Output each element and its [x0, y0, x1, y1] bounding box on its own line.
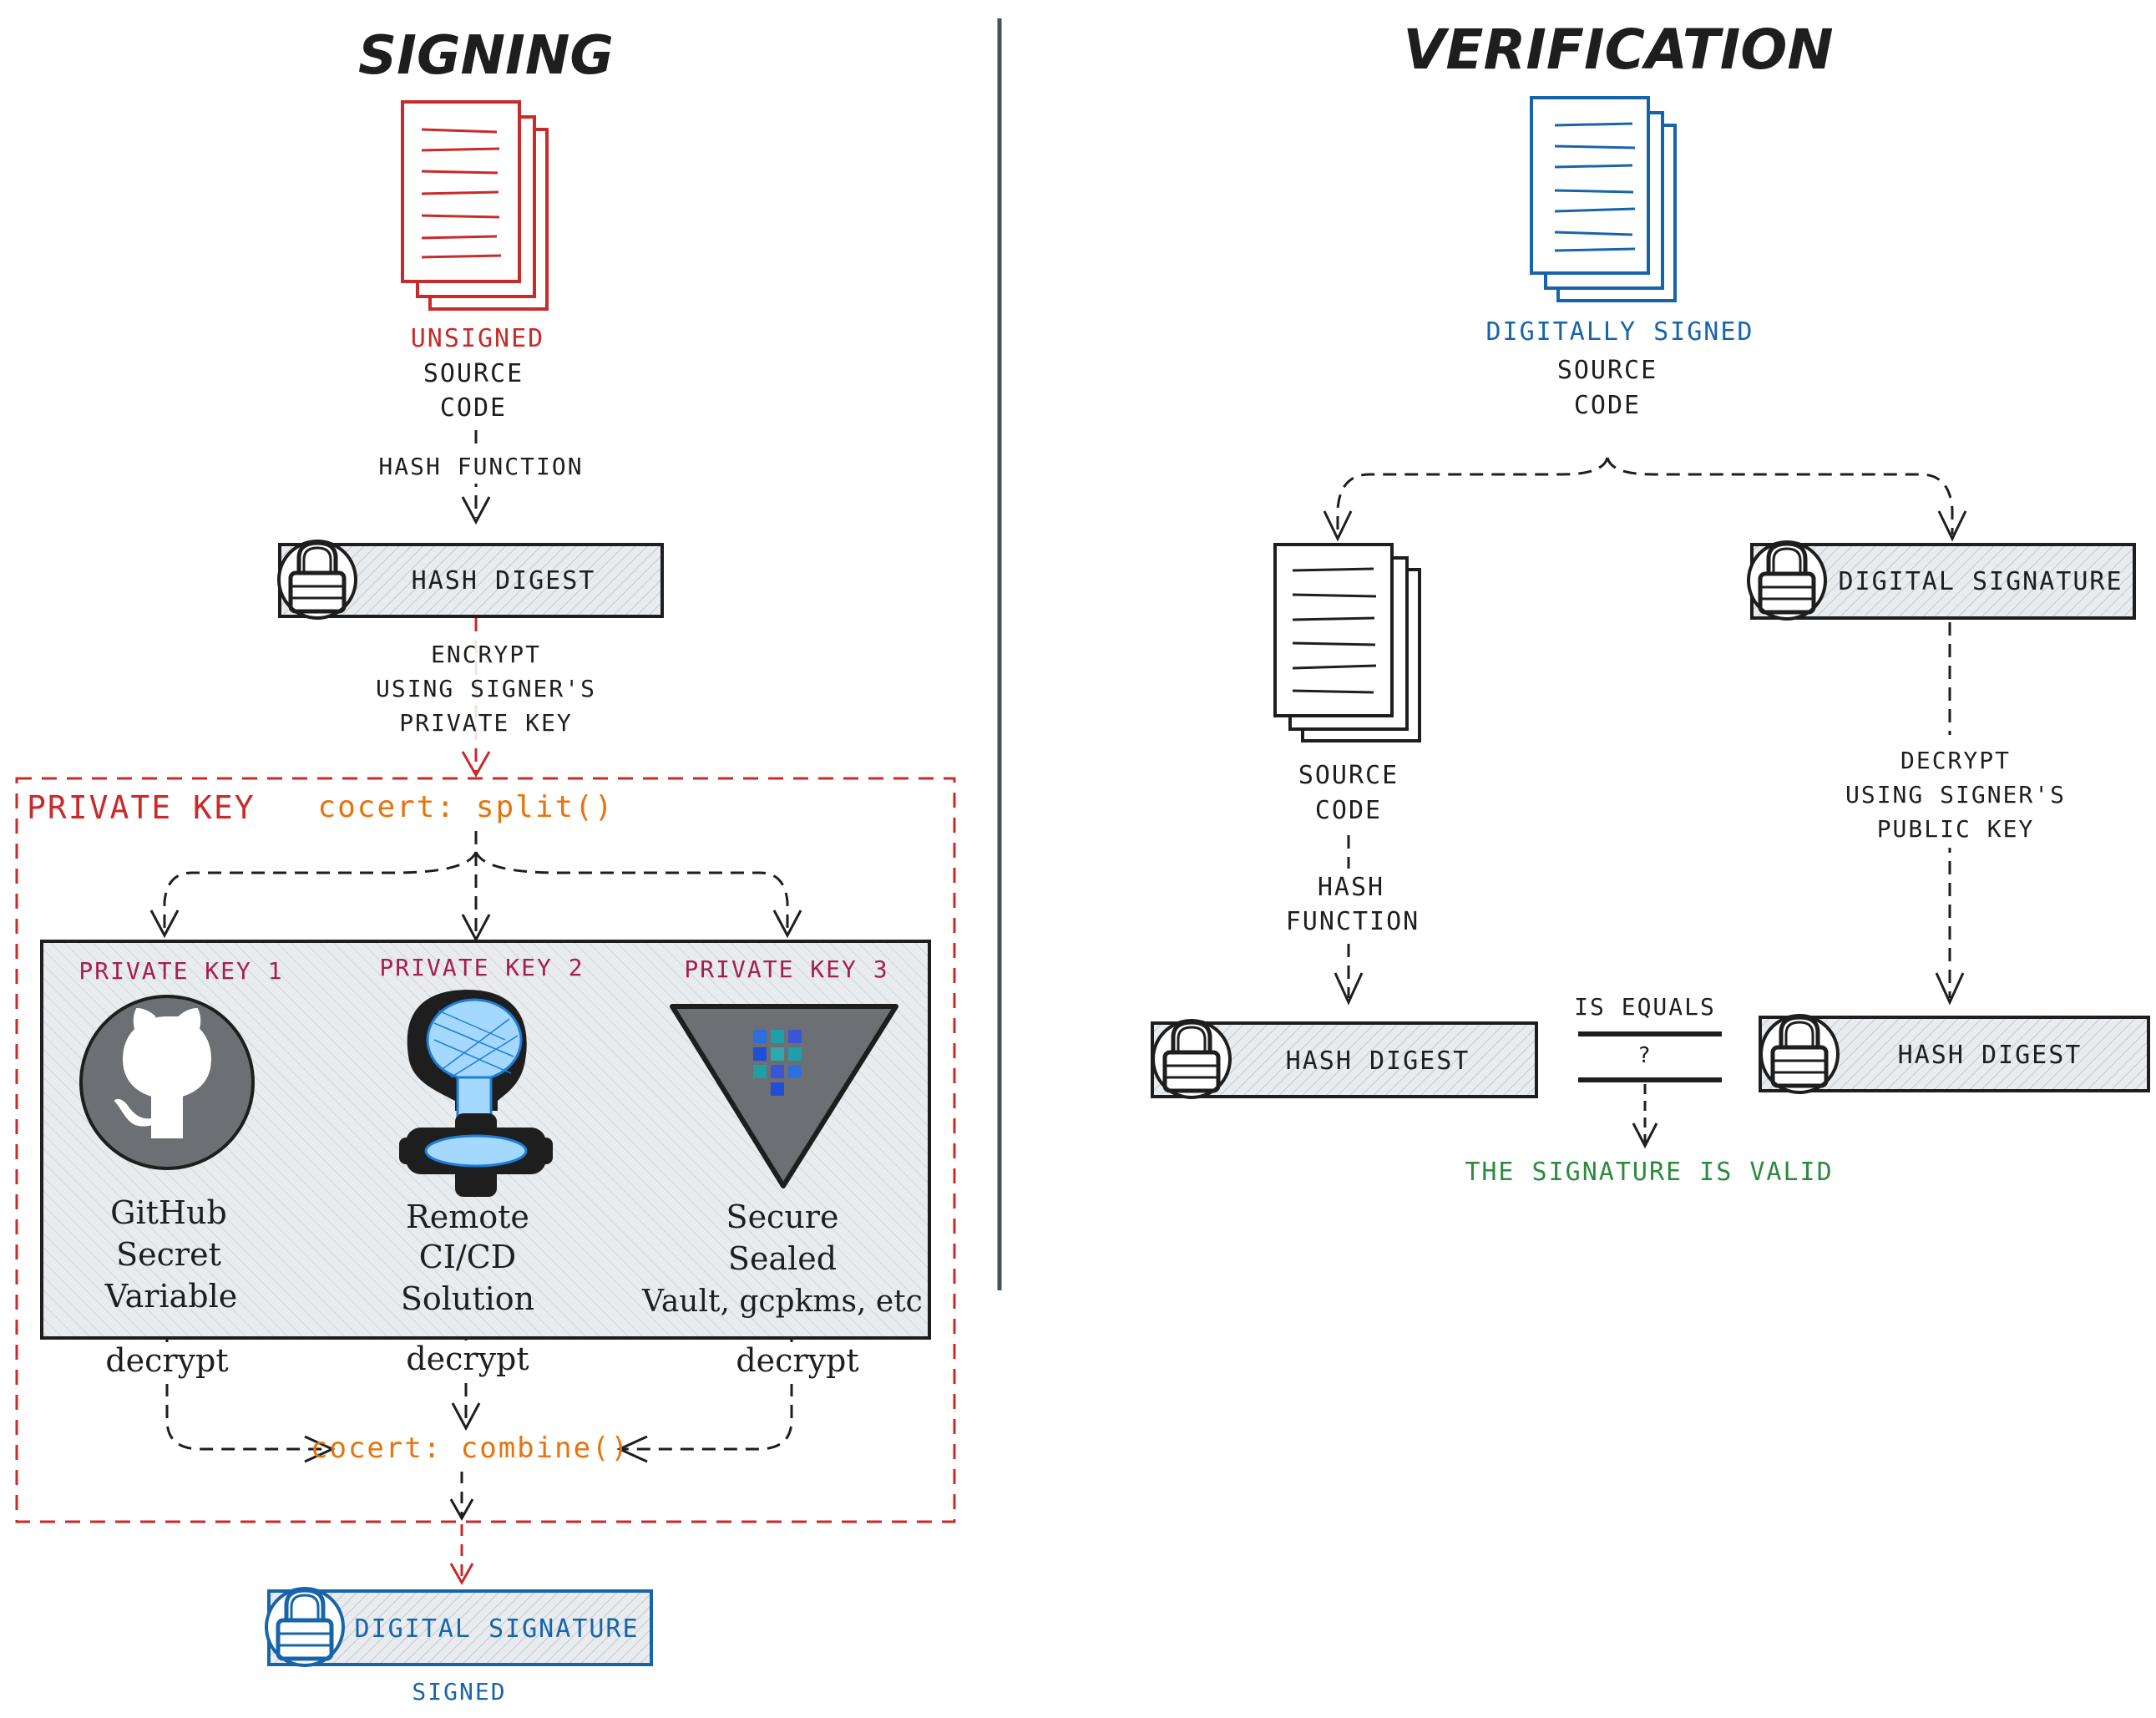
private-key-1-line1: GitHub	[110, 1194, 227, 1231]
private-key-2-label: PRIVATE KEY 2	[379, 954, 584, 981]
verify-digital-signature-label: DIGITAL SIGNATURE	[1838, 567, 2123, 596]
verify-hash-digest-left-box: HASH DIGEST	[1151, 1021, 1538, 1097]
decrypt-label-3: decrypt	[736, 1342, 858, 1379]
encrypt-line3: PRIVATE KEY	[399, 709, 572, 737]
encrypt-line1: ENCRYPT	[431, 641, 541, 668]
signing-title: SIGNING	[358, 25, 614, 87]
decrypt-label-2: decrypt	[406, 1340, 529, 1377]
private-key-2-line2: CI/CD	[419, 1239, 516, 1275]
verify-hash-line1: HASH	[1318, 873, 1384, 902]
verify-source-line2: CODE	[1574, 391, 1641, 420]
signed-label: SIGNED	[412, 1678, 506, 1705]
signature-valid-label: THE SIGNATURE IS VALID	[1465, 1158, 1833, 1187]
private-key-1-line3: Variable	[104, 1278, 238, 1315]
verify-source-line1: SOURCE	[1557, 356, 1657, 385]
private-key-1-label: PRIVATE KEY 1	[78, 957, 283, 985]
padlock-icon	[266, 1589, 343, 1665]
cicd-fountain-icon	[399, 990, 553, 1197]
private-key-2-line1: Remote	[406, 1199, 529, 1235]
source-label-line1: SOURCE	[423, 359, 524, 388]
digitally-signed-label: DIGITALLY SIGNED	[1486, 317, 1754, 347]
combine-call-label: cocert: combine()	[311, 1432, 630, 1465]
encrypt-line2: USING SIGNER'S	[376, 675, 596, 702]
private-key-3-line1: Secure	[726, 1199, 839, 1235]
verify-hash-line2: FUNCTION	[1286, 907, 1420, 936]
private-key-1-line2: Secret	[116, 1236, 221, 1273]
question-mark: ?	[1637, 1043, 1652, 1068]
verify-decrypt-line3: PUBLIC KEY	[1877, 815, 2035, 843]
verify-digital-signature-box: DIGITAL SIGNATURE	[1749, 542, 2136, 619]
private-key-container	[15, 777, 956, 1523]
verify-hash-digest-left-label: HASH DIGEST	[1286, 1047, 1470, 1076]
padlock-icon	[1761, 1016, 1838, 1092]
verify-decrypt-line1: DECRYPT	[1900, 747, 2011, 774]
vault-triangle-icon	[670, 1004, 898, 1188]
verify-decrypt-line2: USING SIGNER'S	[1845, 781, 2066, 808]
split-call-label: cocert: split()	[317, 790, 614, 824]
document-stack-icon	[1273, 543, 1421, 742]
hash-function-label: HASH FUNCTION	[378, 453, 583, 480]
github-octocat-icon	[79, 995, 255, 1170]
document-stack-icon	[401, 100, 549, 311]
private-key-2-line3: Solution	[401, 1280, 534, 1317]
verification-title: VERIFICATION	[1403, 18, 1833, 82]
private-key-container-label: PRIVATE KEY	[27, 789, 256, 826]
private-key-3-label: PRIVATE KEY 3	[684, 955, 888, 983]
unsigned-label: UNSIGNED	[411, 324, 545, 353]
is-equals-label: IS EQUALS	[1574, 993, 1716, 1021]
decrypt-label-1: decrypt	[105, 1342, 228, 1379]
padlock-icon	[279, 541, 356, 618]
padlock-icon	[1153, 1021, 1230, 1097]
verify-hash-digest-right-label: HASH DIGEST	[1898, 1041, 2083, 1070]
hash-digest-box: HASH DIGEST	[279, 541, 664, 618]
padlock-icon	[1749, 542, 1825, 619]
verify-hash-digest-right-box: HASH DIGEST	[1759, 1016, 2150, 1092]
verify-left-source-line1: SOURCE	[1298, 761, 1399, 790]
verify-left-source-line2: CODE	[1315, 796, 1382, 825]
private-key-3-line2: Sealed	[728, 1240, 837, 1277]
document-stack-icon	[1530, 96, 1677, 302]
private-key-3-line3: Vault, gcpkms, etc	[641, 1285, 923, 1319]
digital-signature-label: DIGITAL SIGNATURE	[354, 1614, 639, 1644]
digital-signature-box: DIGITAL SIGNATURE	[266, 1589, 653, 1665]
hash-digest-label: HASH DIGEST	[412, 566, 596, 595]
source-label-line2: CODE	[440, 393, 507, 423]
